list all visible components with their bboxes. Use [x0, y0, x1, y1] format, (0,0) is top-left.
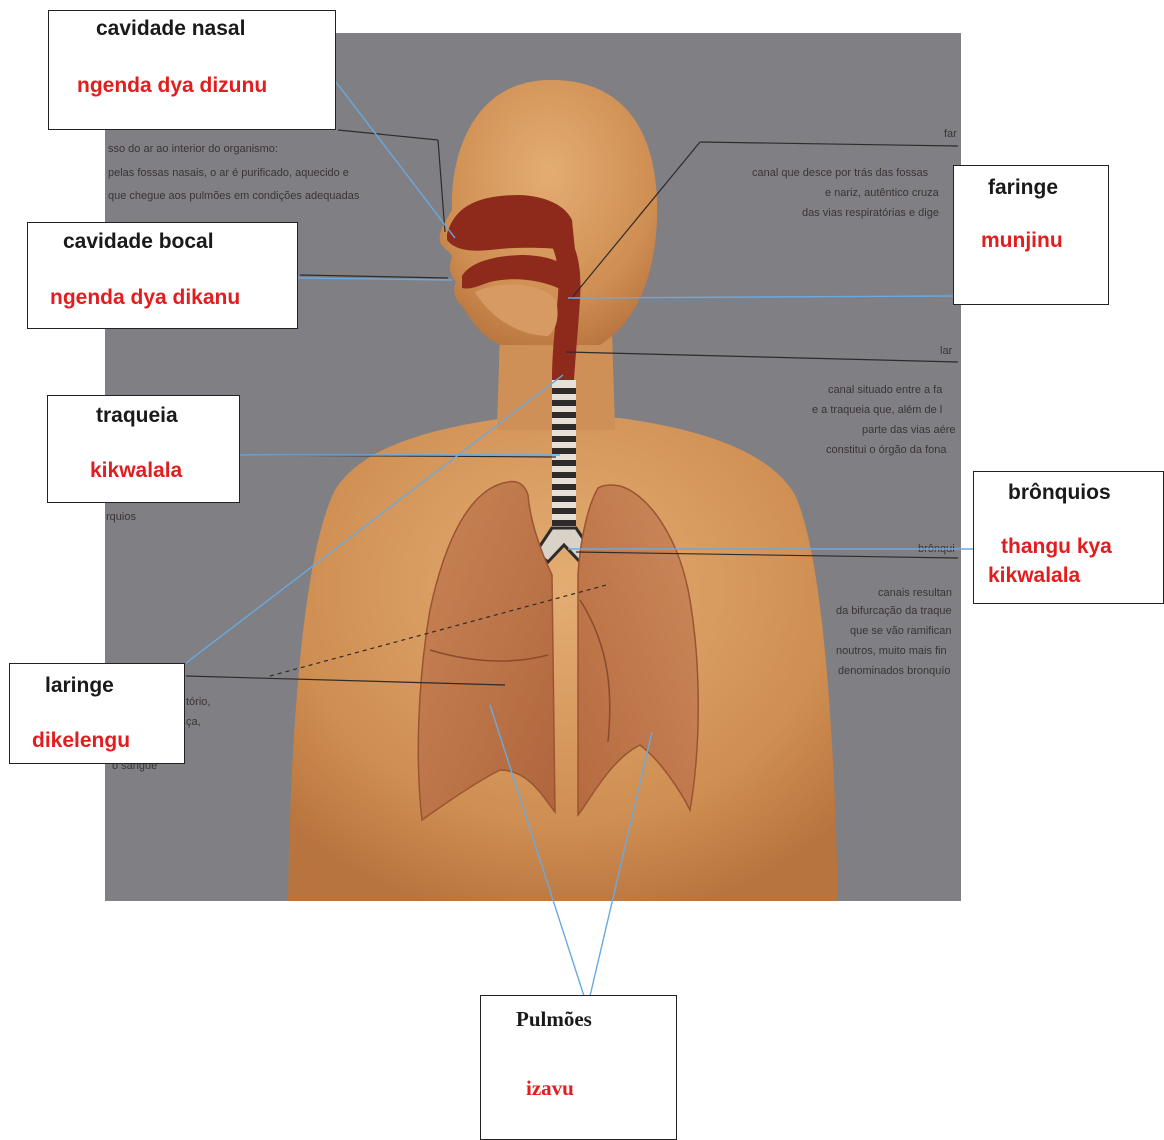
label-box-laringe: laringe dikelengu [9, 663, 185, 764]
bg-laringe-line-2: e a traqueia que, além de l [812, 404, 942, 416]
label-kb-traqueia: kikwalala [90, 456, 182, 485]
label-box-pulmoes: Pulmões izavu [480, 995, 677, 1140]
label-kb-bronquios-line-2: kikwalala [988, 561, 1080, 590]
label-pt-pulmoes: Pulmões [516, 1007, 592, 1032]
bg-far-fragment: far [944, 128, 957, 140]
label-pt-laringe: laringe [45, 674, 114, 698]
label-box-bronquios: brônquios thangu kya kikwalala [973, 471, 1164, 604]
bg-lar-fragment: lar [940, 345, 953, 357]
label-kb-faringe: munjinu [981, 226, 1063, 255]
label-pt-bronquios: brônquios [1008, 481, 1111, 505]
label-kb-pulmoes: izavu [526, 1074, 574, 1103]
bg-laringe-line-4: constitui o órgão da fona [826, 444, 947, 456]
bg-faringe-line-3: das vias respiratórias e dige [802, 207, 939, 219]
bg-left-line-2: pelas fossas nasais, o ar é purificado, … [108, 167, 349, 179]
label-kb-laringe: dikelengu [32, 726, 130, 755]
bg-bronquios-line-2: da bifurcação da traque [836, 605, 952, 617]
bg-bronquios-line-3: que se vão ramifican [850, 625, 952, 637]
label-box-traqueia: traqueia kikwalala [47, 395, 240, 503]
label-pt-traqueia: traqueia [96, 404, 178, 428]
label-kb-bronquios-line-1: thangu kya [1001, 532, 1112, 561]
bg-laringe-line-3: parte das vias aére [862, 424, 956, 436]
bg-left-line-3: que chegue aos pulmões em condições adeq… [108, 190, 360, 202]
label-pt-faringe: faringe [988, 176, 1058, 200]
bg-left-line-1: sso do ar ao interior do organismo: [108, 143, 278, 155]
label-kb-cavidade-nasal: ngenda dya dizunu [77, 71, 267, 100]
bg-bronquios-line-1: canais resultan [878, 587, 952, 599]
label-pt-cavidade-nasal: cavidade nasal [96, 17, 245, 41]
label-pt-cavidade-bocal: cavidade bocal [63, 230, 214, 254]
bg-rquios-fragment: rquios [106, 511, 136, 523]
bg-torio-fragment: tório, [186, 696, 210, 708]
label-box-cavidade-bocal: cavidade bocal ngenda dya dikanu [27, 222, 298, 329]
bg-faringe-line-1: canal que desce por trás das fossas [752, 167, 929, 179]
bg-bronquios-line-4: noutros, muito mais fin [836, 645, 947, 657]
label-box-cavidade-nasal: cavidade nasal ngenda dya dizunu [48, 10, 336, 130]
bg-ca-fragment: ça, [186, 716, 201, 728]
bg-bronquios-line-5: denominados bronquío [838, 665, 951, 677]
bg-faringe-line-2: e nariz, autêntico cruza [825, 187, 940, 199]
bg-laringe-line-1: canal situado entre a fa [828, 384, 943, 396]
label-kb-cavidade-bocal: ngenda dya dikanu [50, 283, 240, 312]
label-box-faringe: faringe munjinu [953, 165, 1109, 305]
